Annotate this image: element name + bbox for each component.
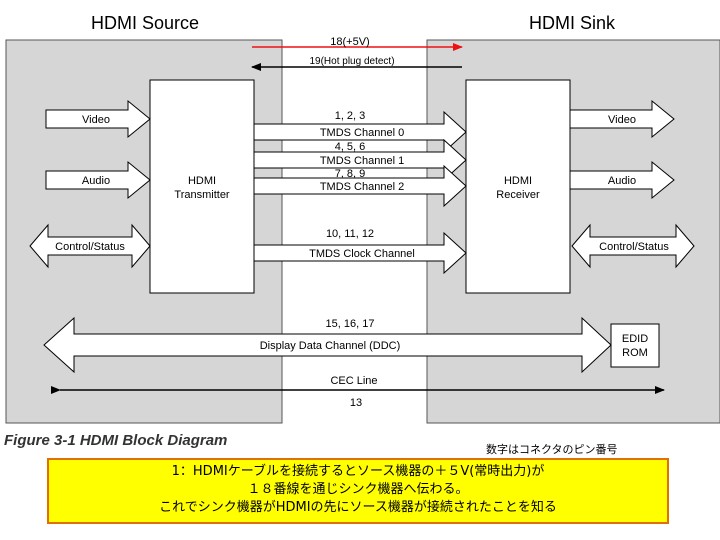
tmds-channel-0-arrow <box>253 110 467 154</box>
edid-label-2: ROM <box>622 347 648 359</box>
receiver-block <box>465 79 571 294</box>
explanation-box: 1：HDMIケーブルを接続するとソース機器の＋５V(常時出力)が １８番線を通じ… <box>47 458 669 524</box>
figure-caption: Figure 3-1 HDMI Block Diagram <box>4 432 228 449</box>
hpd-pin-label: 19(Hot plug detect) <box>309 56 394 67</box>
cec-pin: 13 <box>350 397 362 409</box>
receiver-label-2: Receiver <box>496 189 540 201</box>
video-output-arrow <box>569 99 675 139</box>
ddc-pins: 15, 16, 17 <box>326 318 375 330</box>
control-status-output-label: Control/Status <box>599 241 669 253</box>
cec-label: CEC Line <box>330 375 377 387</box>
edid-rom-block <box>610 323 660 368</box>
transmitter-label-2: Transmitter <box>174 189 230 201</box>
receiver-label-1: HDMI <box>504 175 532 187</box>
tmds-channel-1-arrow <box>253 138 467 182</box>
explanation-line-1: 1：HDMIケーブルを接続するとソース機器の＋５V(常時出力)が <box>171 464 545 479</box>
pin-number-note: 数字はコネクタのピン番号 <box>486 443 618 456</box>
transmitter-block <box>149 79 255 294</box>
tmds-channel-1-pins: 4, 5, 6 <box>335 141 366 153</box>
tmds-channel-2-arrow <box>253 164 467 208</box>
control-status-output-arrow <box>571 223 695 269</box>
source-title: HDMI Source <box>91 13 199 33</box>
tmds-channel-2-label: TMDS Channel 2 <box>320 181 404 193</box>
tmds-clock-label: TMDS Clock Channel <box>309 248 415 260</box>
audio-input-arrow <box>45 160 151 200</box>
transmitter-label-1: HDMI <box>188 175 216 187</box>
sink-title: HDMI Sink <box>529 13 616 33</box>
edid-label-1: EDID <box>622 333 648 345</box>
control-status-input-label: Control/Status <box>55 241 125 253</box>
tmds-clock-pins: 10, 11, 12 <box>326 228 374 240</box>
audio-output-label: Audio <box>608 175 636 187</box>
explanation-line-3: これでシンク機器がHDMIの先にソース機器が接続されたことを知る <box>159 500 557 515</box>
control-status-input-arrow <box>29 223 151 269</box>
tmds-clock-arrow <box>253 231 467 275</box>
ddc-label: Display Data Channel (DDC) <box>260 340 401 352</box>
tmds-channel-1-label: TMDS Channel 1 <box>320 155 404 167</box>
audio-output-arrow <box>569 160 675 200</box>
video-input-arrow <box>45 99 151 139</box>
tmds-channel-0-pins: 1, 2, 3 <box>335 110 366 122</box>
video-output-label: Video <box>608 114 636 126</box>
tmds-channel-0-label: TMDS Channel 0 <box>320 127 404 139</box>
ddc-arrow <box>43 316 612 374</box>
explanation-line-2: １８番線を通じシンク機器へ伝わる。 <box>247 482 469 497</box>
audio-input-label: Audio <box>82 175 110 187</box>
tmds-channel-2-pins: 7, 8, 9 <box>335 168 366 180</box>
power-pin-label: 18(+5V) <box>330 36 369 48</box>
video-input-label: Video <box>82 114 110 126</box>
